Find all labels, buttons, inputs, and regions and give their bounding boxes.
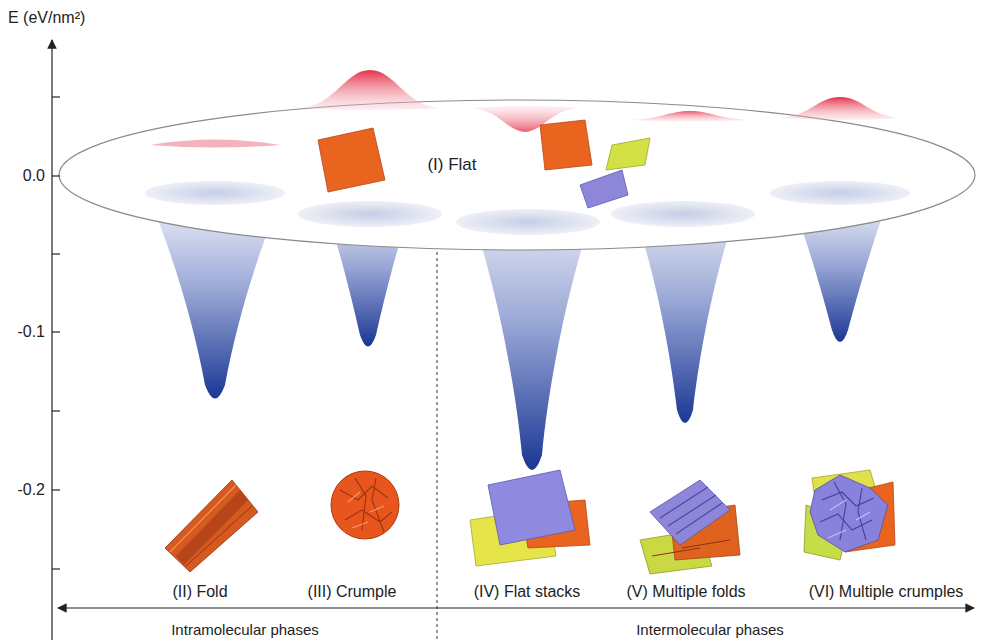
- well-mouth: [611, 201, 755, 227]
- tick-label: 0.0: [23, 167, 45, 185]
- sheet-purple: [488, 470, 575, 545]
- phase-label: (V) Multiple folds: [626, 583, 745, 601]
- phase-label: (IV) Flat stacks: [474, 583, 581, 601]
- well-mouth: [456, 209, 600, 235]
- well-mouth: [145, 181, 285, 205]
- energy-axis: [51, 40, 52, 640]
- crumpled-ball: [331, 471, 399, 539]
- fold-creases: [660, 487, 722, 534]
- tick-label: -0.2: [17, 481, 45, 499]
- crumple-highlights: [348, 492, 384, 528]
- range-arrow: [58, 607, 974, 608]
- folded-sheet-purple: [650, 480, 730, 545]
- axis-title: E (eV/nm²): [8, 9, 85, 27]
- crumpled-sheet-purple: [810, 475, 888, 552]
- fold-crease: [176, 490, 248, 565]
- sheet-purple: [580, 170, 628, 208]
- divider-line: [437, 252, 438, 640]
- crumple-creases: [340, 478, 392, 532]
- axis-tick: [52, 568, 60, 569]
- axis-tick: [52, 489, 60, 490]
- phase-label: (III) Crumple: [308, 583, 397, 601]
- phase-label: (I) Flat: [427, 155, 476, 175]
- well-mouth: [298, 201, 442, 227]
- crumple-highlights: [828, 500, 870, 538]
- axis-tick: [52, 410, 60, 411]
- energy-barrier: [780, 97, 900, 120]
- folded-sheet: [165, 480, 258, 572]
- sheet-orange: [318, 128, 385, 192]
- energy-barrier: [150, 140, 280, 148]
- axis-tick: [52, 96, 60, 97]
- axis-tick: [52, 175, 60, 176]
- axis-ticks: [52, 97, 60, 569]
- group-label: Intermolecular phases: [636, 621, 784, 638]
- energy-barrier: [300, 70, 440, 110]
- fold-crease: [170, 485, 236, 552]
- fold-crease: [186, 506, 252, 566]
- energy-barrier: [630, 111, 750, 122]
- phase-label: (II) Fold: [172, 583, 227, 601]
- axis-tick: [52, 331, 60, 332]
- fold-creases: [652, 540, 730, 556]
- crumple-creases: [820, 482, 874, 540]
- tick-label: -0.1: [17, 323, 45, 341]
- axis-tick: [52, 253, 60, 254]
- group-label: Intramolecular phases: [171, 621, 319, 638]
- flat-plane-disc: [59, 100, 975, 250]
- sheet-orange: [540, 120, 592, 170]
- well-mouth: [770, 181, 910, 205]
- sheet-green: [606, 138, 650, 170]
- phase-label: (VI) Multiple crumples: [809, 583, 964, 601]
